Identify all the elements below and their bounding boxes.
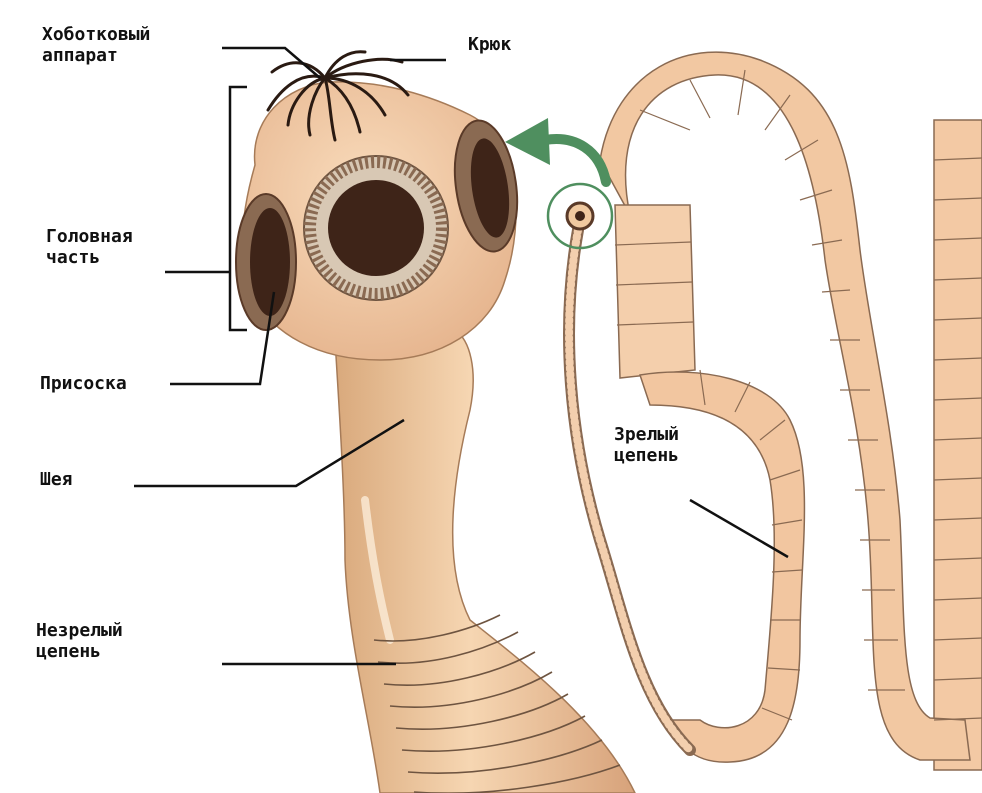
label-mature-line1: Зрелый [614, 424, 679, 445]
sucker-front [304, 156, 448, 300]
label-proboscis-line1: Хоботковый [42, 24, 150, 45]
label-head-line2: часть [46, 247, 133, 268]
neck-body [335, 330, 635, 793]
enlarge-arrow [505, 118, 606, 182]
label-mature-line2: цепень [614, 445, 679, 466]
label-head: Головная часть [46, 226, 133, 268]
sucker-left [236, 194, 296, 330]
scolex-head [236, 52, 525, 360]
label-immature-line1: Незрелый [36, 620, 123, 641]
label-neck-text: Шея [40, 469, 73, 490]
label-head-line1: Головная [46, 226, 133, 247]
mature-strip-right [934, 120, 982, 770]
label-proboscis-line2: аппарат [42, 45, 150, 66]
label-hook-text: Крюк [468, 34, 511, 55]
mature-tapeworm [600, 52, 982, 770]
label-immature: Незрелый цепень [36, 620, 123, 662]
label-immature-line2: цепень [36, 641, 123, 662]
label-neck: Шея [40, 469, 73, 490]
label-proboscis: Хоботковый аппарат [42, 24, 150, 66]
label-sucker-text: Присоска [40, 373, 127, 394]
label-mature: Зрелый цепень [614, 424, 679, 466]
label-hook: Крюк [468, 34, 511, 55]
label-sucker: Присоска [40, 373, 127, 394]
mature-column [615, 205, 695, 378]
